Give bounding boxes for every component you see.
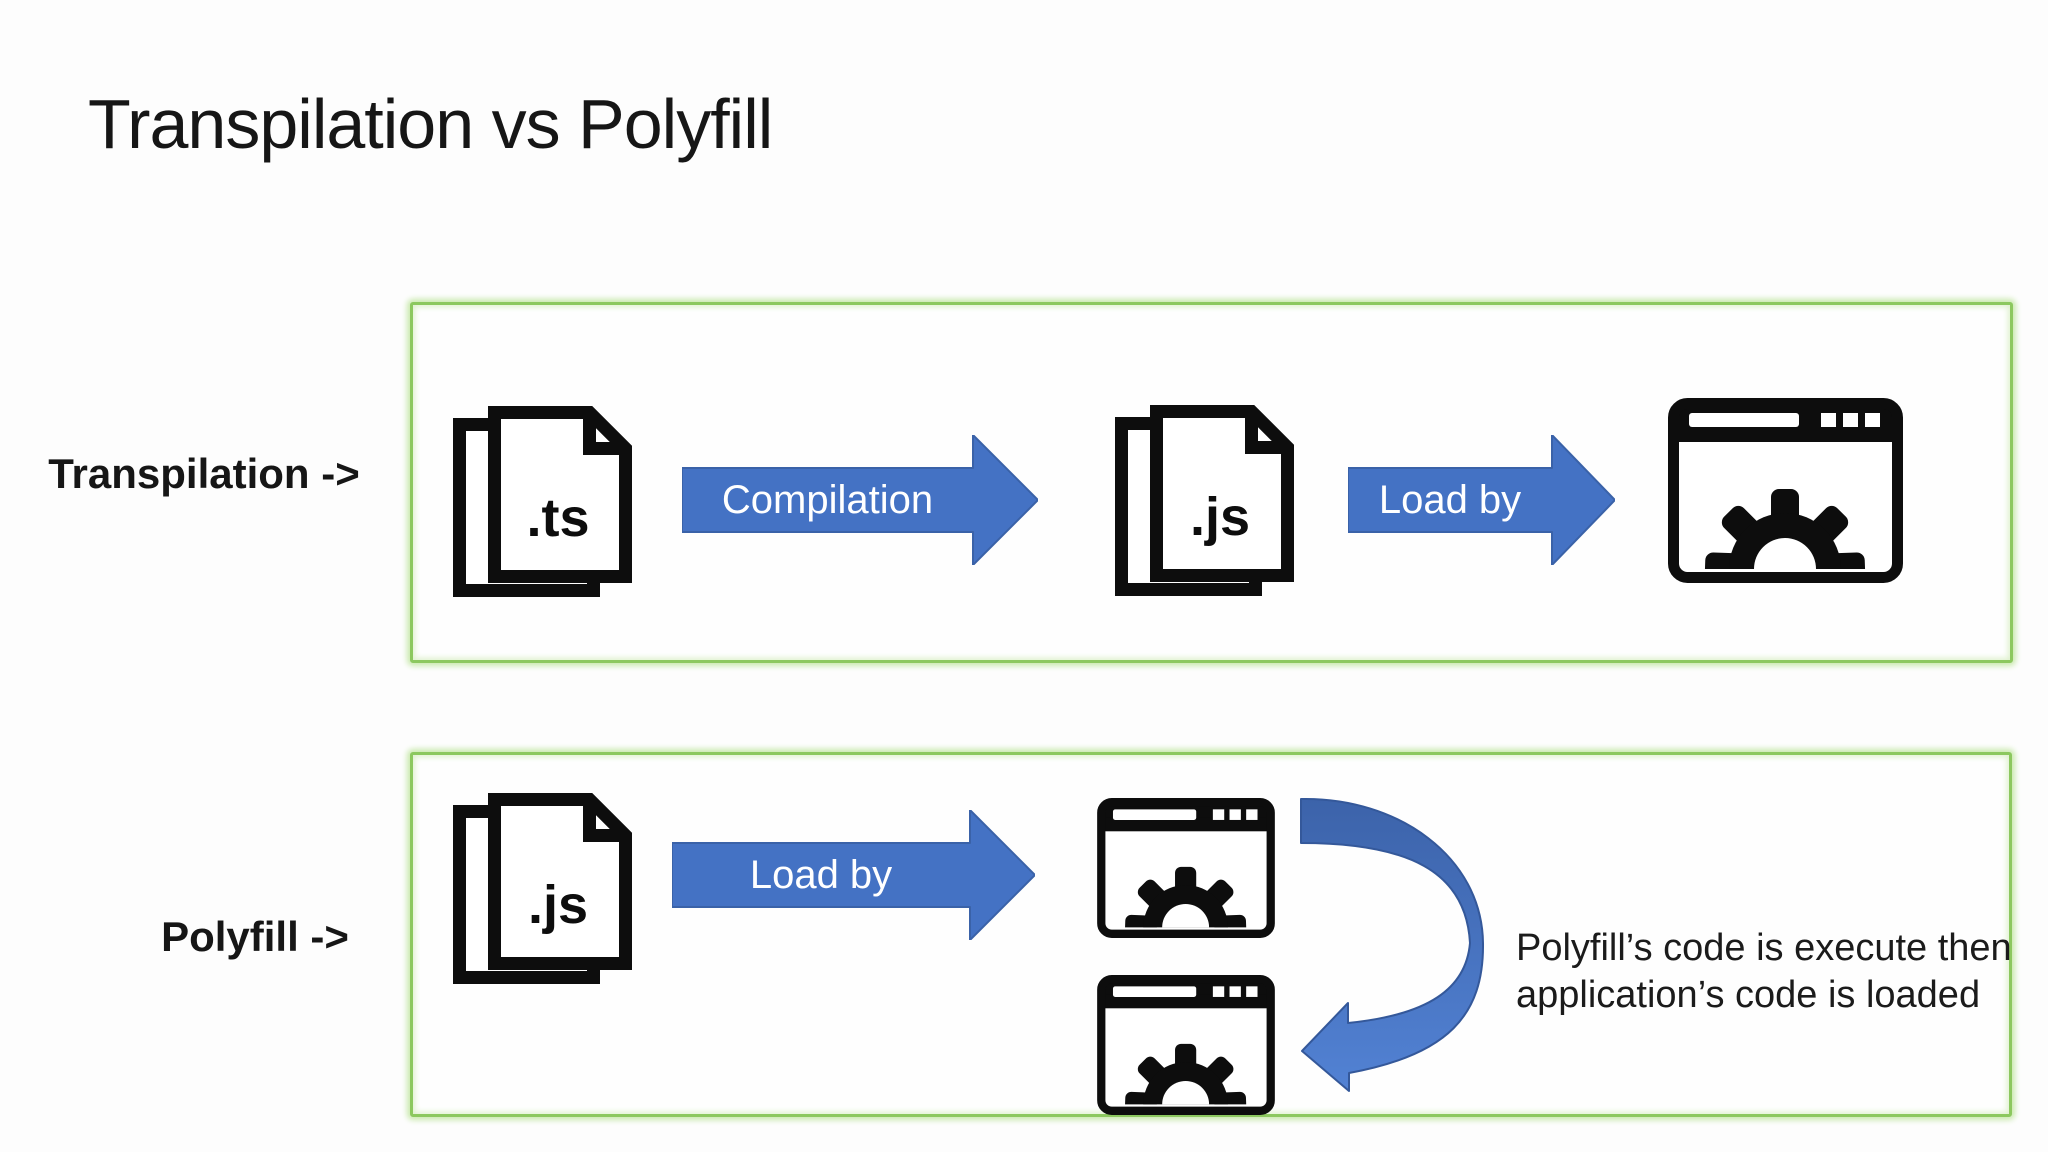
load-by-arrow-label-transpilation: Load by — [1378, 477, 1522, 522]
ts-files-icon: .ts — [453, 383, 633, 598]
js-file-extension-label-polyfill: .js — [528, 875, 588, 935]
polyfill-note-line2: application’s code is loaded — [1516, 974, 1981, 1016]
browser-window-gear-icon-transpilation — [1668, 398, 1903, 583]
load-by-arrow-transpilation: Load by — [1348, 435, 1615, 565]
compilation-arrow: Compilation — [682, 435, 1038, 565]
compilation-arrow-label: Compilation — [721, 477, 934, 522]
polyfill-note-line1: Polyfill’s code is execute then — [1516, 927, 2012, 969]
transpilation-row-label: Transpilation -> — [48, 450, 360, 497]
ts-file-extension-label: .ts — [526, 488, 589, 548]
browser-window-gear-icon-polyfill-code — [1095, 798, 1277, 938]
polyfill-row-label: Polyfill -> — [161, 913, 349, 960]
js-files-icon-polyfill: .js — [453, 770, 633, 985]
load-by-arrow-polyfill: Load by — [672, 810, 1035, 940]
load-by-arrow-label-polyfill: Load by — [749, 852, 893, 897]
page-title: Transpilation vs Polyfill — [88, 85, 773, 163]
polyfill-curved-arrow-icon — [1288, 793, 1498, 1100]
browser-window-gear-icon-application-code — [1095, 975, 1277, 1115]
polyfill-note-text: Polyfill’s code is execute then applicat… — [1516, 925, 2016, 1019]
js-file-extension-label: .js — [1190, 487, 1250, 547]
js-files-icon-transpilation: .js — [1115, 382, 1295, 597]
